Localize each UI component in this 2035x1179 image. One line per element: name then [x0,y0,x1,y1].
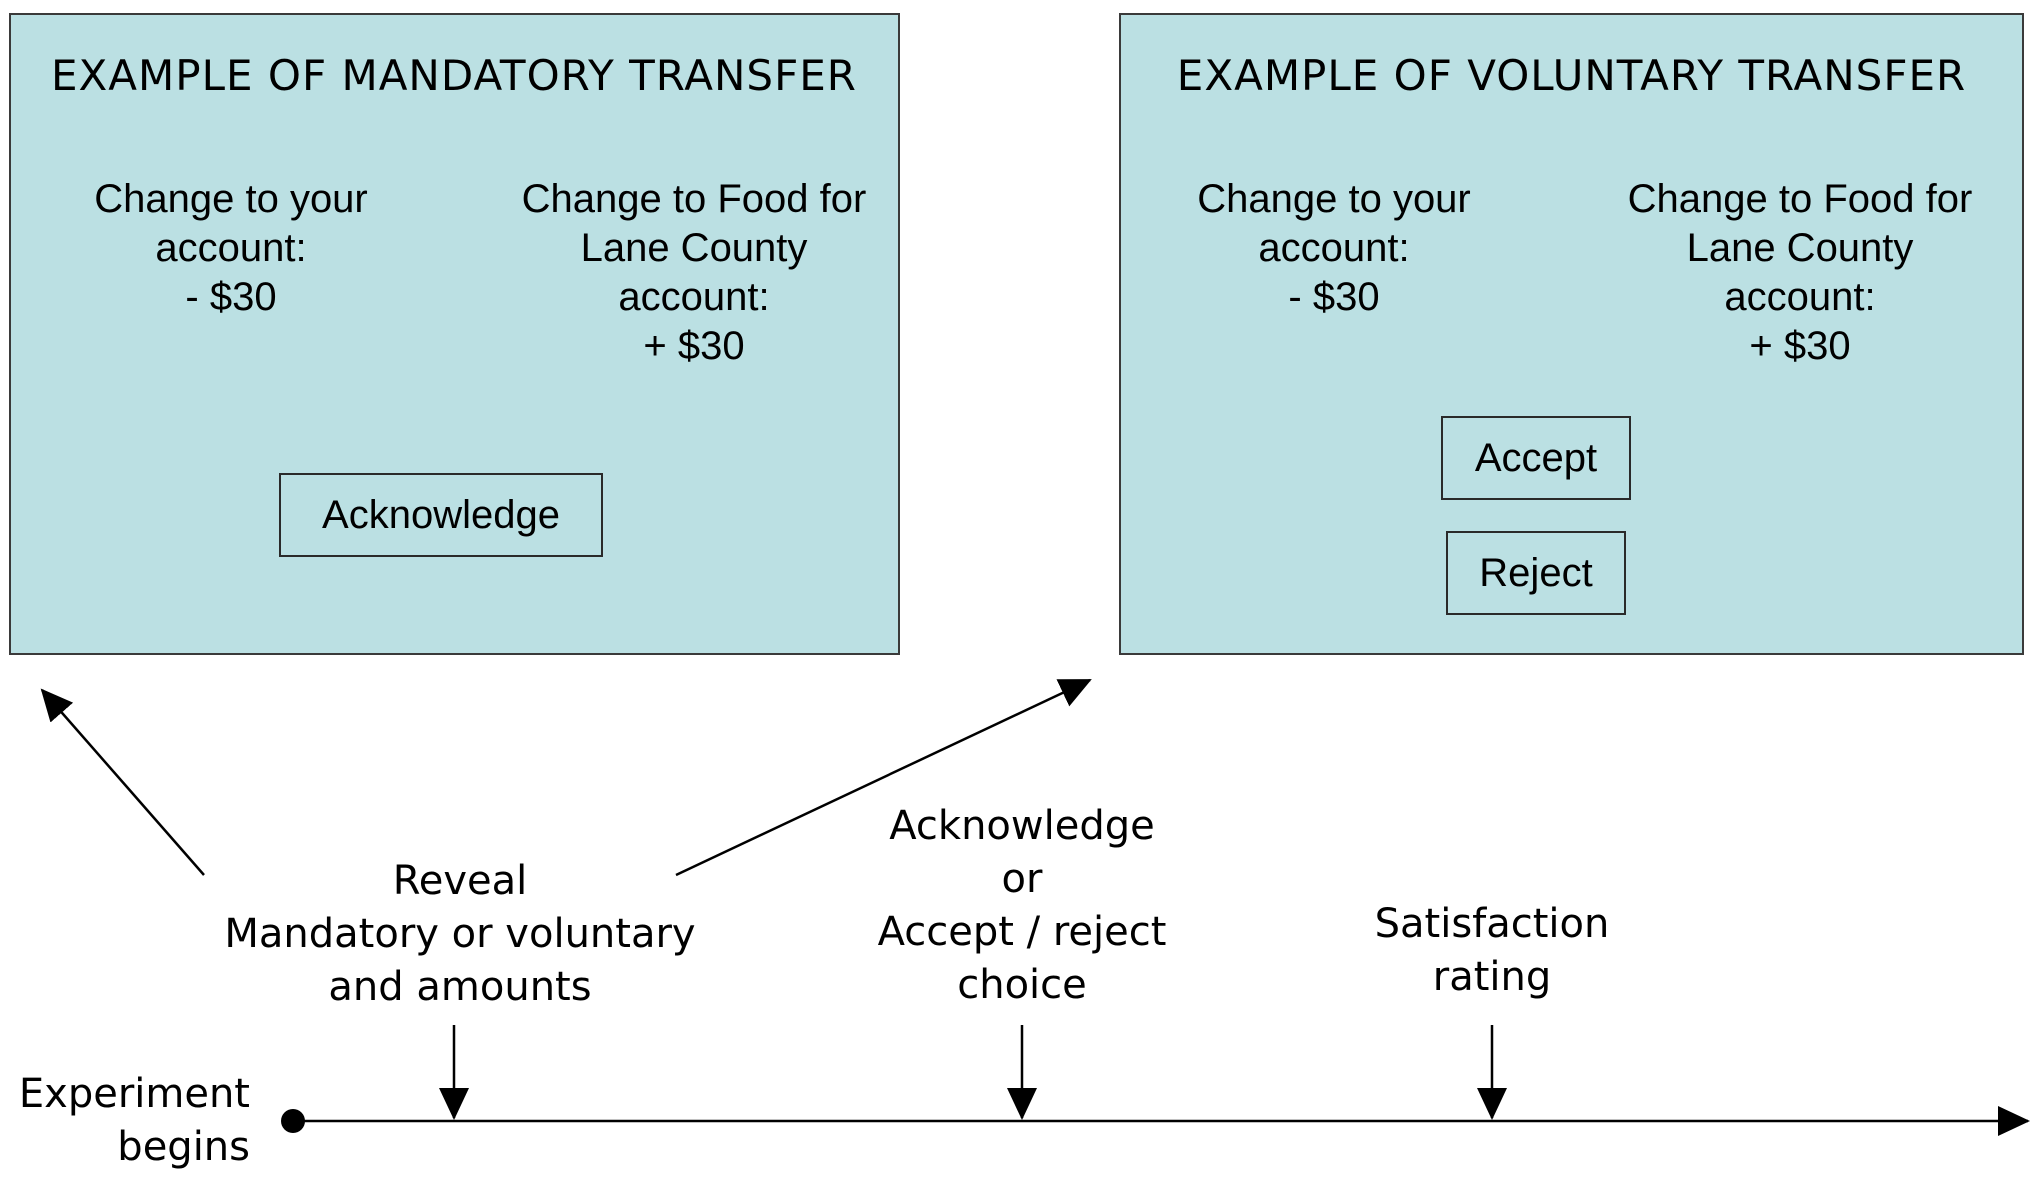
stage-label-line: choice [957,962,1087,1008]
food-account-change: Change to Food for Lane County account: … [1612,175,1988,371]
food-account-line: Lane County [1686,226,1914,270]
stage-reveal-label: Reveal Mandatory or voluntary and amount… [200,855,720,1014]
food-account-line: Change to Food for [521,177,867,221]
your-account-amount: - $30 [185,275,277,319]
accept-button[interactable]: Accept [1441,416,1631,500]
start-label-line: begins [117,1124,250,1170]
food-account-line: Change to Food for [1627,177,1973,221]
mandatory-transfer-panel: EXAMPLE OF MANDATORY TRANSFER Change to … [9,13,900,655]
stage-label-line: and amounts [328,964,592,1010]
voluntary-transfer-panel: EXAMPLE OF VOLUNTARY TRANSFER Change to … [1119,13,2024,655]
food-account-change: Change to Food for Lane County account: … [506,175,882,371]
mandatory-panel-title: EXAMPLE OF MANDATORY TRANSFER [51,51,857,100]
food-account-line: account: [618,275,770,319]
your-account-line: Change to your [94,177,368,221]
arrow-to-voluntary-panel [675,678,1092,877]
stage-label-line: Acknowledge [889,803,1155,849]
food-account-amount: + $30 [643,324,745,368]
acknowledge-button[interactable]: Acknowledge [279,473,603,557]
food-account-line: Lane County [580,226,808,270]
stage-label-line: Reveal [392,858,528,904]
stage-choice-label: Acknowledge or Accept / reject choice [822,800,1222,1012]
arrow-to-mandatory-panel [40,688,205,876]
reject-button[interactable]: Reject [1446,531,1626,615]
stage-label-line: Satisfaction [1374,901,1610,947]
stage-label-line: Accept / reject [877,909,1167,955]
your-account-change: Change to your account: - $30 [73,175,389,322]
food-account-line: account: [1724,275,1876,319]
experiment-begins-label: Experiment begins [0,1068,250,1174]
your-account-amount: - $30 [1288,275,1380,319]
your-account-line: account: [155,226,307,270]
your-account-line: account: [1258,226,1410,270]
stage-satisfaction-label: Satisfaction rating [1332,898,1652,1004]
stage-label-line: Mandatory or voluntary [224,911,696,957]
voluntary-panel-title: EXAMPLE OF VOLUNTARY TRANSFER [1176,51,1967,100]
your-account-line: Change to your [1197,177,1471,221]
food-account-amount: + $30 [1749,324,1851,368]
stage-label-line: or [1001,856,1043,902]
your-account-change: Change to your account: - $30 [1176,175,1492,322]
stage-label-line: rating [1432,954,1552,1000]
start-label-line: Experiment [18,1071,250,1117]
